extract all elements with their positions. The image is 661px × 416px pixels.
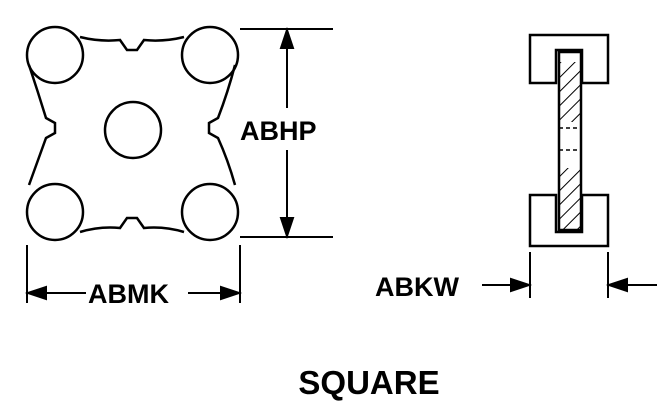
plate-cross-section [557, 50, 583, 232]
hatched-section-upper [560, 62, 580, 122]
caption: SQUARE [298, 364, 439, 401]
thickness-dimension [482, 252, 657, 298]
plate-side-view [528, 33, 610, 248]
corner-hole-bottom-right [180, 182, 240, 242]
arrow-down [279, 217, 295, 240]
arrow-left-2 [605, 277, 628, 293]
arrow-right [220, 285, 243, 301]
center-hole [103, 100, 163, 160]
plate-outline [27, 35, 237, 234]
corner-hole-top-right [180, 25, 240, 85]
thickness-dimension-label: ABKW [375, 272, 459, 302]
corner-hole-bottom-left [25, 182, 85, 242]
height-dimension-label: ABHP [240, 116, 317, 146]
width-dimension [24, 245, 243, 303]
arrow-up [279, 26, 295, 49]
upper-clamp [528, 33, 610, 85]
corner-hole-top-left [25, 25, 85, 85]
width-dimension-label: ABMK [88, 279, 169, 309]
arrow-left [24, 285, 47, 301]
plate-front-view [25, 25, 240, 242]
hatched-section-lower [560, 168, 580, 230]
arrow-right-2 [510, 277, 533, 293]
height-dimension [240, 26, 333, 240]
